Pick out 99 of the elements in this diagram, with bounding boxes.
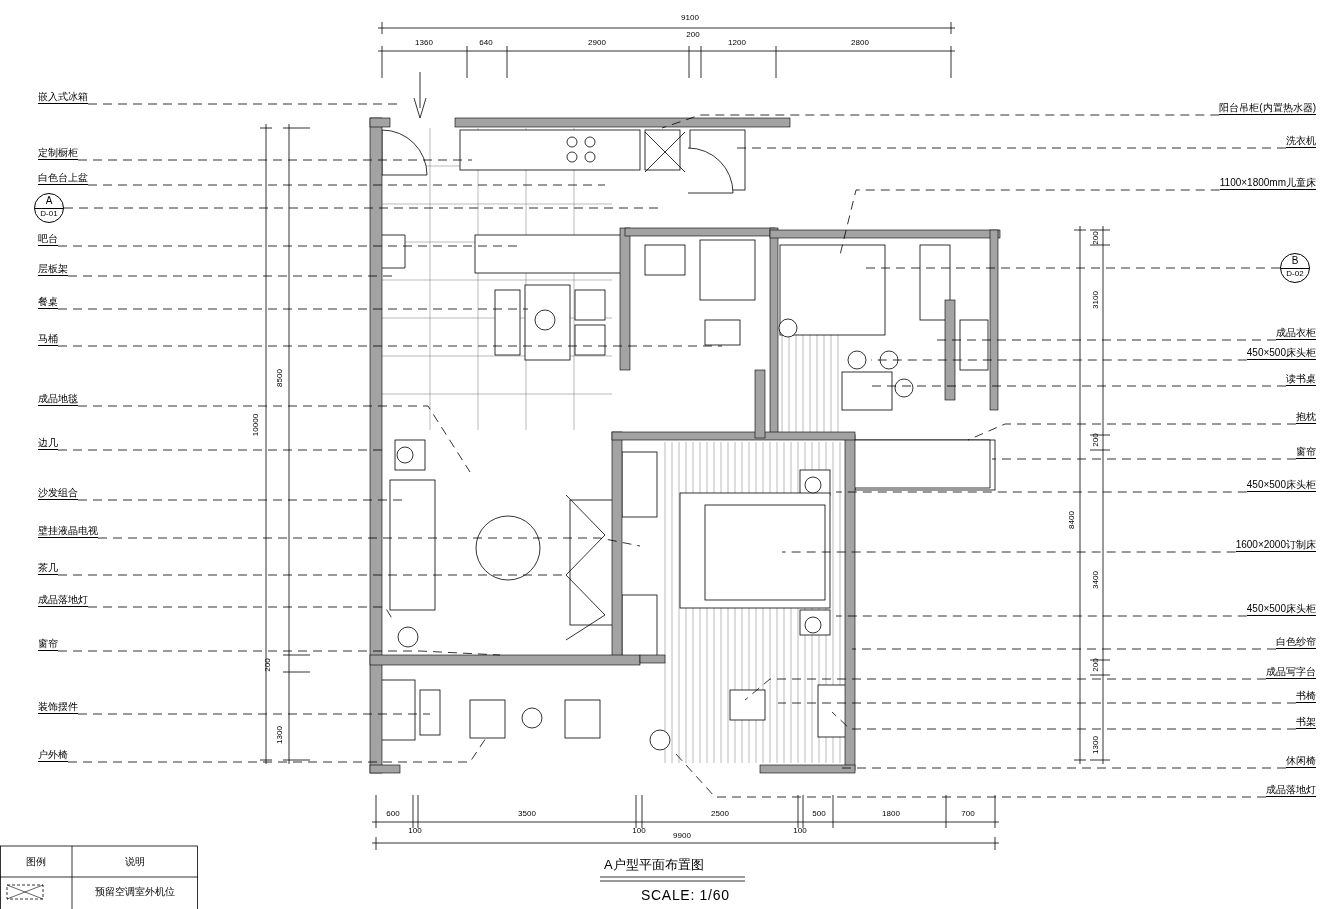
callout-label: 白色台上盆 bbox=[38, 172, 88, 185]
callout-label: 窗帘 bbox=[1296, 446, 1316, 459]
leader-line bbox=[835, 615, 1248, 617]
leader-line bbox=[77, 713, 431, 715]
callout-label: 吧台 bbox=[38, 233, 58, 246]
section-letter: B bbox=[1291, 255, 1299, 267]
dimension-text: 3500 bbox=[518, 809, 536, 819]
callout-label: 马桶 bbox=[38, 333, 58, 346]
dimension-text: 1300 bbox=[1091, 736, 1101, 754]
dimension-text: 100 bbox=[793, 826, 807, 836]
callout-label: 定制橱柜 bbox=[38, 147, 78, 160]
callout-label: 层板架 bbox=[38, 263, 68, 276]
callout-label: 抱枕 bbox=[1296, 411, 1316, 424]
leader-line bbox=[97, 537, 641, 547]
dimension-text: 1300 bbox=[275, 726, 285, 744]
leader-line bbox=[991, 458, 1297, 460]
callout-label: 户外椅 bbox=[38, 749, 68, 762]
dimension-text: 1200 bbox=[728, 38, 746, 48]
sheet-number: D-01 bbox=[40, 209, 58, 219]
callout-label: 成品落地灯 bbox=[38, 594, 88, 607]
leader-line bbox=[869, 385, 1287, 387]
callout-label: 读书桌 bbox=[1286, 373, 1316, 386]
section-letter: A bbox=[45, 195, 53, 207]
dimension-text: 3400 bbox=[1091, 571, 1101, 589]
callout-label: 书椅 bbox=[1296, 690, 1316, 703]
callout-label: 休闲椅 bbox=[1286, 755, 1316, 768]
leader-line bbox=[77, 405, 471, 473]
callout-label: 白色纱帘 bbox=[1276, 636, 1316, 649]
leader-line bbox=[87, 103, 399, 105]
callout-label: 沙发组合 bbox=[38, 487, 78, 500]
leader-line bbox=[831, 711, 1297, 730]
dimension-text: 1360 bbox=[415, 38, 433, 48]
callout-label: 450×500床头柜 bbox=[1246, 347, 1316, 360]
leader-line bbox=[57, 308, 529, 310]
callout-label: 茶几 bbox=[38, 562, 58, 575]
leader-line bbox=[777, 702, 1297, 704]
callout-label: 1100×1800mm儿童床 bbox=[1219, 177, 1316, 190]
leader-line bbox=[870, 359, 1248, 361]
callout-label: 壁挂液晶电视 bbox=[38, 525, 98, 538]
callout-label: 书架 bbox=[1296, 716, 1316, 729]
dimension-text: 2500 bbox=[711, 809, 729, 819]
leader-line bbox=[661, 114, 1220, 129]
leader-line bbox=[851, 648, 1277, 650]
table-header: 图例 bbox=[26, 857, 46, 867]
dimension-text: 3100 bbox=[1091, 291, 1101, 309]
legend-text: 预留空调室外机位 bbox=[95, 886, 175, 898]
leader-line bbox=[841, 767, 1287, 769]
dimension-text: 9900 bbox=[673, 831, 691, 841]
dimension-text: 2800 bbox=[851, 38, 869, 48]
drawing-title: A户型平面布置图 bbox=[604, 857, 704, 873]
callout-label: 成品地毯 bbox=[38, 393, 78, 406]
section-marker bbox=[1280, 253, 1310, 283]
dimension-text: 2900 bbox=[588, 38, 606, 48]
dimension-text: 500 bbox=[812, 809, 826, 819]
dimension-text: 600 bbox=[386, 809, 400, 819]
callout-label: 成品落地灯 bbox=[1266, 784, 1316, 797]
dimension-text: 100 bbox=[632, 826, 646, 836]
callout-label: 1600×2000订制床 bbox=[1235, 539, 1316, 552]
callout-label: 窗帘 bbox=[38, 638, 58, 651]
leader-line bbox=[736, 147, 1287, 149]
callout-label: 450×500床头柜 bbox=[1246, 603, 1316, 616]
dimension-text: 1800 bbox=[882, 809, 900, 819]
callout-label: 装饰摆件 bbox=[38, 701, 78, 714]
dimension-text: 200 bbox=[686, 30, 700, 40]
leader-line bbox=[781, 551, 1237, 553]
callout-label: 餐桌 bbox=[38, 296, 58, 309]
leader-line bbox=[967, 423, 1297, 441]
callout-label: 洗衣机 bbox=[1286, 135, 1316, 148]
leader-line bbox=[675, 753, 1267, 798]
leader-line bbox=[936, 339, 1277, 341]
dimension-text: 700 bbox=[961, 809, 975, 819]
dimension-text: 100 bbox=[408, 826, 422, 836]
table-header: 说明 bbox=[125, 857, 145, 867]
leader-line bbox=[77, 499, 403, 501]
callout-label: 嵌入式冰箱 bbox=[38, 91, 88, 104]
dimension-text: 9100 bbox=[681, 13, 699, 23]
callout-label: 边几 bbox=[38, 437, 58, 450]
dimension-text: 200 bbox=[1091, 433, 1101, 447]
leader-line bbox=[839, 189, 1221, 256]
callout-label: 成品写字台 bbox=[1266, 666, 1316, 679]
leader-line bbox=[744, 678, 1267, 701]
section-marker bbox=[34, 193, 64, 223]
dimension-text: 8500 bbox=[275, 369, 285, 387]
scale-note: SCALE: 1/60 bbox=[641, 886, 730, 904]
dimension-text: 200 bbox=[263, 658, 273, 672]
dimension-text: 8400 bbox=[1067, 511, 1077, 529]
callout-label: 450×500床头柜 bbox=[1246, 479, 1316, 492]
callout-label: 阳台吊柜(内置热水器) bbox=[1219, 102, 1316, 115]
callout-label: 成品衣柜 bbox=[1276, 327, 1316, 340]
dimension-text: 640 bbox=[479, 38, 493, 48]
leader-line bbox=[77, 159, 473, 161]
sheet-number: D-02 bbox=[1286, 269, 1304, 279]
dimension-text: 10000 bbox=[251, 413, 261, 437]
leader-line bbox=[57, 345, 723, 347]
leader-line bbox=[87, 184, 606, 186]
dimension-text: 200 bbox=[1091, 231, 1101, 245]
leader-line bbox=[835, 491, 1248, 493]
leader-line bbox=[57, 650, 501, 656]
dimension-text: 200 bbox=[1091, 658, 1101, 672]
